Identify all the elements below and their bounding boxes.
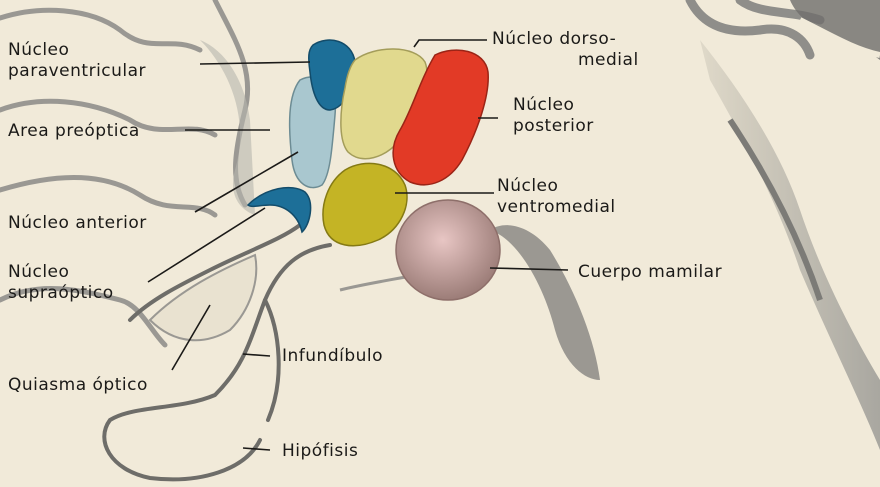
- label-nucleo-anterior: Núcleo anterior: [8, 213, 147, 233]
- leader-infundibulo: [242, 353, 271, 357]
- label-nucleo-paraventricular-line2: paraventricular: [8, 61, 147, 81]
- label-nucleo-dorsomedial-line1: Núcleo dorso-: [492, 29, 617, 49]
- leader-dorsomedial: [413, 39, 487, 48]
- label-nucleo-posterior-line2: posterior: [513, 116, 594, 136]
- mammillary-shade: [490, 225, 600, 380]
- label-nucleo-supraoptico-line2: supraóptico: [8, 283, 114, 303]
- cortex-shade: [200, 40, 255, 215]
- cortex-folds: [0, 0, 251, 348]
- anterior-nucleus: [246, 186, 312, 234]
- label-infundibulo: Infundíbulo: [282, 346, 384, 366]
- posterior-nucleus: [392, 49, 489, 186]
- label-nucleo-posterior-line1: Núcleo: [513, 95, 575, 115]
- leader-paraventricular: [199, 61, 311, 65]
- label-nucleo-ventromedial-line2: ventromedial: [497, 197, 616, 217]
- label-nucleo-supraoptico-line1: Núcleo: [8, 262, 70, 282]
- label-nucleo-ventromedial: Núcleo ventromedial: [497, 176, 616, 218]
- leader-lines: [147, 39, 569, 451]
- label-nucleo-supraoptico: Núcleo supraóptico: [8, 262, 114, 304]
- label-quiasma-optico: Quiasma óptico: [8, 375, 148, 395]
- optic-chiasm: [148, 253, 258, 342]
- mammillary-body: [395, 199, 501, 301]
- label-hipofisis: Hipófisis: [282, 441, 359, 461]
- ventromedial-nucleus: [322, 162, 408, 247]
- leader-hipofisis: [242, 447, 271, 451]
- label-nucleo-ventromedial-line1: Núcleo: [497, 176, 559, 196]
- label-nucleo-paraventricular: Núcleo paraventricular: [8, 40, 146, 82]
- leader-anterior: [194, 151, 299, 213]
- label-nucleo-dorsomedial-line2: medial: [578, 50, 639, 70]
- leader-chiasm: [171, 304, 211, 371]
- leader-mamillary: [489, 267, 569, 271]
- label-nucleo-paraventricular-line1: Núcleo: [8, 40, 70, 60]
- label-area-preoptica: Area preóptica: [8, 121, 140, 141]
- label-nucleo-posterior: Núcleo posterior: [513, 95, 594, 137]
- label-cuerpo-mamilar: Cuerpo mamilar: [578, 262, 723, 282]
- label-nucleo-dorsomedial: Núcleo dorso- medial: [492, 29, 639, 71]
- pituitary-outline: [102, 223, 332, 482]
- leader-supraoptic: [147, 207, 266, 283]
